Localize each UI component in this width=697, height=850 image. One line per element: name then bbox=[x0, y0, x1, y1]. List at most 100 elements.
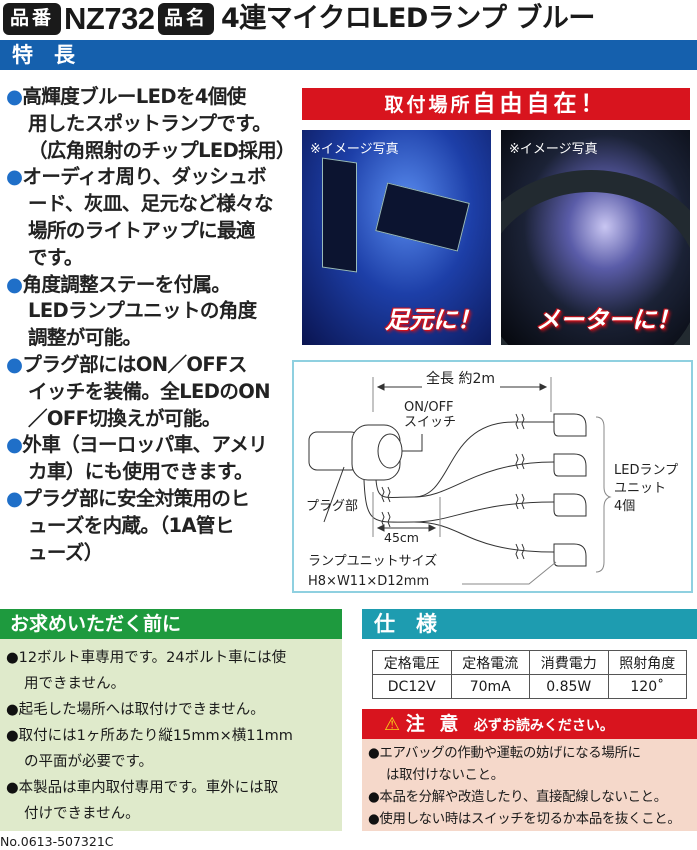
list-item-line: ●使用しない時はスイッチを切るか本品を抜くこと。 bbox=[368, 809, 697, 831]
bullet-icon: ● bbox=[6, 780, 19, 796]
list-item-line: 場所のライトアップに最適 bbox=[6, 218, 298, 245]
list-item-line: ●本製品は車内取付専用です。車外には取 bbox=[6, 775, 342, 801]
list-item-text: ューズ） bbox=[28, 540, 103, 564]
list-item-line: ●角度調整ステーを付属。 bbox=[6, 272, 298, 299]
spec-value: 120˚ bbox=[607, 674, 687, 699]
list-item-line: ューズ） bbox=[6, 540, 298, 567]
caution-item: ●使用しない時はスイッチを切るか本品を抜くこと。 bbox=[368, 809, 697, 831]
spec-header: 定格電流 bbox=[450, 650, 530, 675]
list-item-line: は取付けないこと。 bbox=[368, 765, 697, 787]
note-item: ●起毛した場所へは取付けできません。 bbox=[6, 697, 342, 723]
switch-label: ON/OFF スイッチ bbox=[404, 400, 457, 430]
pedal-image bbox=[322, 157, 357, 273]
spec-value: 0.85W bbox=[529, 674, 609, 699]
list-item-text: 用できません。 bbox=[24, 676, 126, 692]
diagram-drawing bbox=[308, 377, 612, 585]
note-item: ●取付には1ヶ所あたり縦15mm×横11mm の平面が必要です。 bbox=[6, 723, 342, 775]
before-purchase-notes: ●12ボルト車専用です。24ボルト車には使用できません。●起毛した場所へは取付け… bbox=[0, 639, 342, 831]
list-item-text: ューズを内蔵。（1A管ヒ bbox=[28, 513, 234, 537]
list-item-line: ●オーディオ周り、ダッシュボ bbox=[6, 164, 298, 191]
note-item: ●本製品は車内取付専用です。車外には取付けできません。 bbox=[6, 775, 342, 827]
list-item-text: 本製品は車内取付専用です。車外には取 bbox=[18, 780, 279, 796]
part-number: NZ732 bbox=[64, 1, 155, 36]
spec-value: DC12V bbox=[372, 674, 452, 699]
spec-value: 70mA bbox=[450, 674, 530, 699]
list-item-text: LEDランプユニットの角度 bbox=[28, 299, 257, 323]
list-item-line: ●プラグ部に安全対策用のヒ bbox=[6, 486, 298, 513]
total-length-label: 全長 約2m bbox=[426, 371, 495, 387]
list-item-text: ード、灰皿、足元など様々な bbox=[28, 192, 274, 216]
caution-notes: ●エアバッグの作動や運転の妨げになる場所には取付けないこと。●本品を分解や改造し… bbox=[362, 739, 697, 831]
list-item-text: 付けできません。 bbox=[24, 806, 140, 822]
caution-title: 注 意 bbox=[405, 713, 463, 735]
photo-caption: ※イメージ写真 bbox=[310, 142, 399, 157]
list-item-line: カ車）にも使用できます。 bbox=[6, 459, 298, 486]
feature-item: ●プラグ部にはON／OFFスイッチを装備。全LEDのON／OFF切換えが可能。 bbox=[6, 352, 298, 432]
list-item-text: 本品を分解や改造したり、直接配線しないこと。 bbox=[379, 790, 667, 805]
lamp-unit-label: LEDランプ ユニット 4個 bbox=[614, 463, 679, 514]
list-item-text: プラグ部に安全対策用のヒ bbox=[22, 486, 250, 510]
specs-heading: 仕 様 bbox=[362, 609, 697, 639]
bullet-icon: ● bbox=[368, 790, 380, 805]
list-item-text: 起毛した場所へは取付けできません。 bbox=[18, 702, 265, 718]
list-item-line: ューズを内蔵。（1A管ヒ bbox=[6, 513, 298, 540]
caution-heading: ⚠ 注 意 必ずお読みください。 bbox=[362, 709, 697, 739]
list-item-line: ／OFF切換えが可能。 bbox=[6, 406, 298, 433]
list-item-line: ●エアバッグの作動や運転の妨げになる場所に bbox=[368, 743, 697, 765]
list-item-line: 付けできません。 bbox=[6, 801, 342, 827]
lamp-units bbox=[553, 413, 587, 567]
bullet-icon: ● bbox=[6, 728, 19, 744]
list-item-text: 外車（ヨーロッパ車、アメリ bbox=[22, 433, 268, 457]
list-item-line: 用したスポットランプです。 bbox=[6, 111, 298, 138]
unit-size-label: ランプユニットサイズ bbox=[308, 554, 438, 569]
bullet-icon: ● bbox=[368, 746, 380, 761]
list-item-line: 用できません。 bbox=[6, 671, 342, 697]
note-item: ●12ボルト車専用です。24ボルト車には使用できません。 bbox=[6, 645, 342, 697]
list-item-text: は取付けないこと。 bbox=[386, 768, 504, 783]
plug-label: プラグ部 bbox=[306, 499, 359, 514]
bullet-icon: ● bbox=[6, 486, 23, 510]
list-item-text: エアバッグの作動や運転の妨げになる場所に bbox=[379, 746, 641, 761]
mount-anywhere-banner: 取付場所自由自在！ bbox=[302, 88, 690, 120]
list-item-text: 用したスポットランプです。 bbox=[28, 111, 272, 135]
bullet-icon: ● bbox=[6, 650, 19, 666]
bullet-icon: ● bbox=[6, 165, 23, 189]
spec-header: 消費電力 bbox=[529, 650, 609, 675]
features-heading: 特 長 bbox=[0, 40, 697, 70]
list-item-line: （広角照射のチップLED採用） bbox=[6, 138, 298, 165]
list-item-line: ●取付には1ヶ所あたり縦15mm×横11mm bbox=[6, 723, 342, 749]
list-item-line: ●プラグ部にはON／OFFス bbox=[6, 352, 298, 379]
feature-item: ●オーディオ周り、ダッシュボード、灰皿、足元など様々な場所のライトアップに最適で… bbox=[6, 164, 298, 271]
pedal-image bbox=[375, 182, 470, 252]
specs-header-row: 定格電圧定格電流消費電力照射角度 bbox=[372, 650, 687, 675]
meter-photo: ※イメージ写真 メーターに！ bbox=[501, 130, 690, 345]
list-item-text: カ車）にも使用できます。 bbox=[28, 460, 253, 484]
list-item-text: オーディオ周り、ダッシュボ bbox=[22, 165, 266, 189]
spec-header: 定格電圧 bbox=[372, 650, 452, 675]
warning-icon: ⚠ bbox=[384, 714, 401, 735]
part-no-label: 品番 bbox=[3, 3, 61, 35]
photo-caption: ※イメージ写真 bbox=[509, 142, 598, 157]
bullet-icon: ● bbox=[6, 352, 23, 376]
feature-item: ●プラグ部に安全対策用のヒューズを内蔵。（1A管ヒューズ） bbox=[6, 486, 298, 566]
list-item-text: 使用しない時はスイッチを切るか本品を抜くこと。 bbox=[379, 812, 681, 827]
product-name-label: 品名 bbox=[158, 3, 214, 35]
unit-size-value: H8×W11×D12mm bbox=[308, 574, 430, 589]
footwell-photo: ※イメージ写真 足元に！ bbox=[302, 130, 491, 345]
caution-subtitle: 必ずお読みください。 bbox=[473, 718, 614, 734]
branch-length-label: 45cm bbox=[384, 530, 419, 545]
spec-header: 照射角度 bbox=[607, 650, 687, 675]
list-item-line: イッチを装備。全LEDのON bbox=[6, 379, 298, 406]
list-item-text: ／OFF切換えが可能。 bbox=[28, 406, 221, 430]
list-item-line: の平面が必要です。 bbox=[6, 749, 342, 775]
list-item-text: です。 bbox=[28, 245, 83, 269]
list-item-text: 場所のライトアップに最適 bbox=[28, 218, 255, 242]
bullet-icon: ● bbox=[6, 85, 23, 108]
list-item-line: 調整が可能。 bbox=[6, 325, 298, 352]
list-item-text: （広角照射のチップLED採用） bbox=[28, 138, 296, 162]
list-item-text: の平面が必要です。 bbox=[24, 754, 154, 770]
list-item-text: プラグ部にはON／OFFス bbox=[22, 352, 247, 376]
list-item-line: です。 bbox=[6, 245, 298, 272]
footer-code: No.0613-507321C bbox=[0, 834, 114, 849]
